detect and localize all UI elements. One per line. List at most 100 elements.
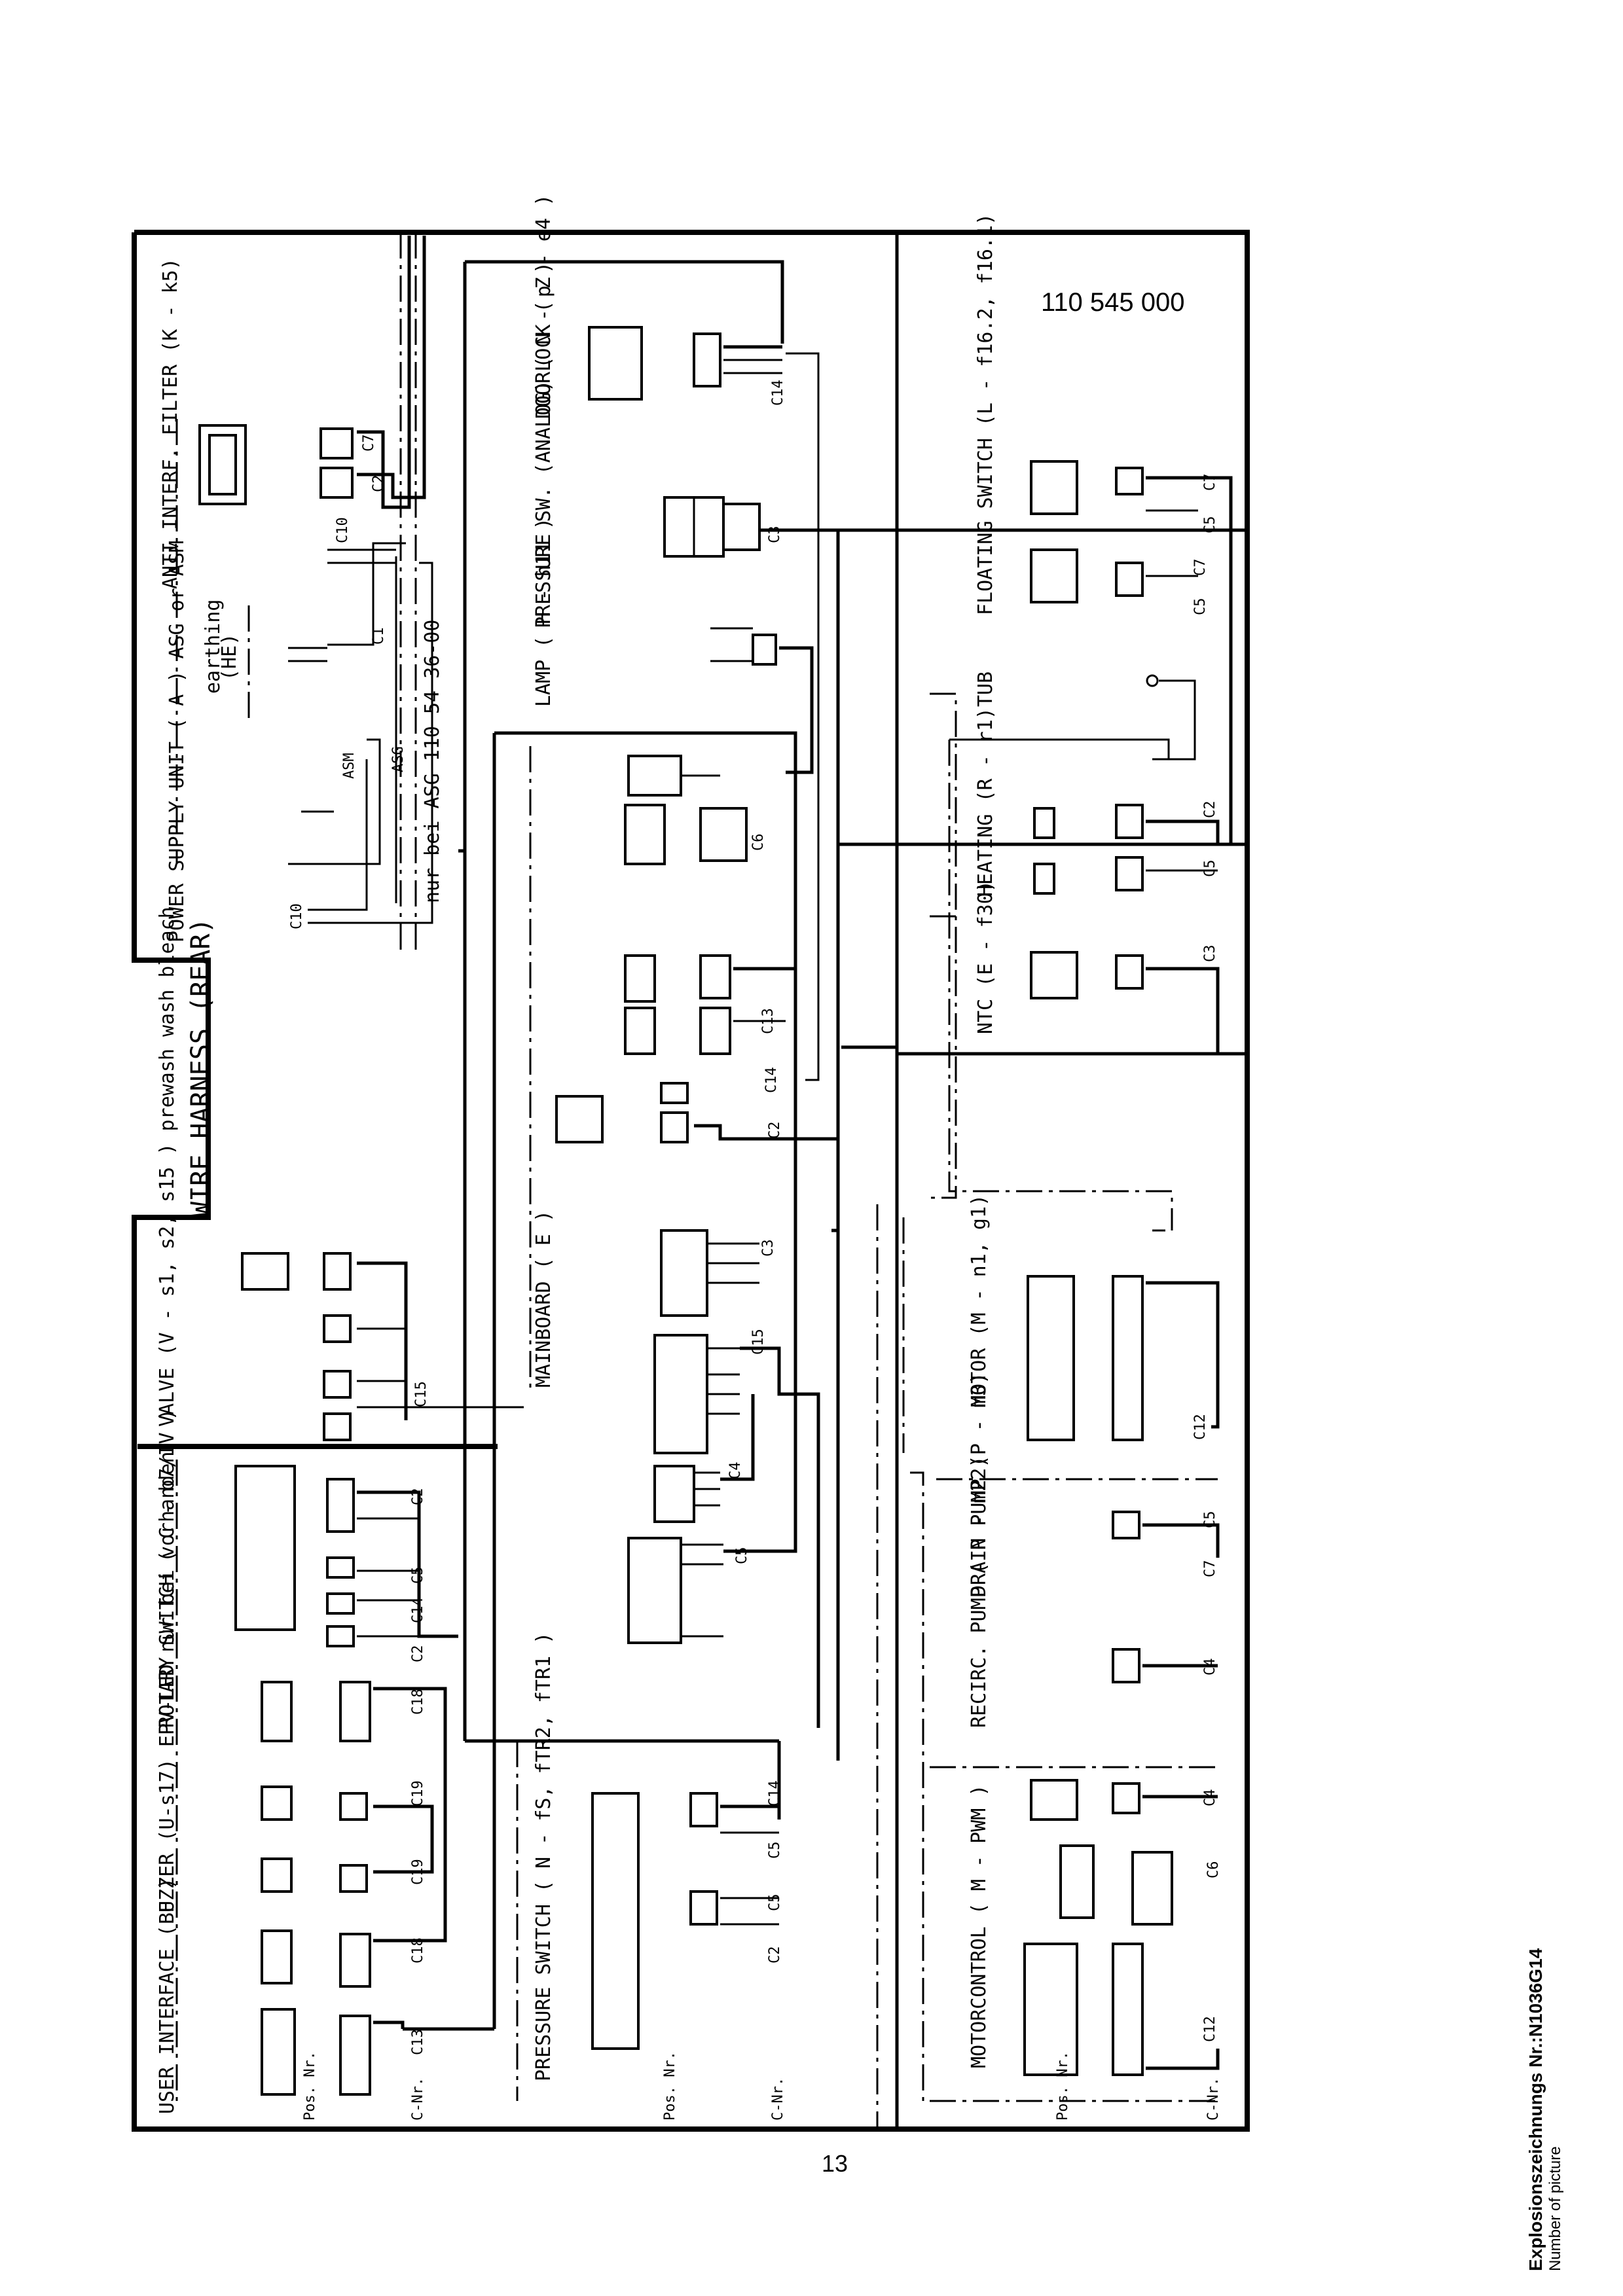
valve: C15: [241, 1252, 524, 1441]
motor: C12: [1027, 1229, 1220, 1441]
pressure-switch-label: PRESSURE SWITCH ( N - fS, fTR2, fTR1 ): [532, 1632, 555, 2081]
tub-label: TUB: [974, 672, 997, 707]
pumps: C7 C5 C4: [1112, 1511, 1220, 1683]
svg-text:C5: C5: [410, 1567, 426, 1585]
anti-interf-label: ANTI INTERF. FILTER (K - k5): [159, 258, 182, 589]
svg-text:C3: C3: [767, 526, 783, 544]
doorlock: C14: [588, 326, 820, 1081]
svg-text:C15: C15: [413, 1381, 429, 1407]
mainboard-label: MAINBOARD ( E ): [532, 1210, 555, 1388]
drain-pump-label: DRAIN PUMP (P - m3): [968, 1372, 991, 1597]
svg-text:C4: C4: [1202, 1659, 1218, 1676]
svg-text:C14: C14: [763, 1067, 780, 1093]
svg-text:nur bei ASG 110 54 36-00: nur bei ASG 110 54 36-00: [421, 620, 444, 903]
document-number-label-en: Number of picture: [1546, 2146, 1564, 2271]
svg-text:C14: C14: [770, 380, 786, 406]
part-number: 110 545 000: [1041, 288, 1185, 317]
svg-text:C7: C7: [1192, 559, 1209, 577]
lamp-label: LAMP ( H - h11 ): [532, 518, 555, 707]
anti-interf-filter: C7 C2 C10 C1: [198, 236, 426, 903]
svg-text:C12: C12: [1192, 1414, 1209, 1440]
floating-switch-label: FLOATING SWITCH (L - f16.2, f16.1): [974, 213, 997, 615]
svg-text:C6: C6: [1205, 1861, 1222, 1879]
svg-text:C5: C5: [767, 1894, 783, 1912]
motorcontrol: C4 C6 C12: [1023, 1779, 1222, 2076]
svg-text:C12: C12: [1202, 2016, 1218, 2042]
pressure-sw-label: PRESSURE SW. (ANALOG) ( N - p ): [532, 262, 555, 628]
motorcontrol-label: MOTORCONTROL ( M - PWM ): [968, 1785, 991, 2068]
cnr-label-right: C-Nr.: [1205, 2077, 1222, 2121]
outer-frame: [132, 230, 1250, 2132]
svg-text:C13: C13: [410, 2029, 426, 2055]
svg-text:C7: C7: [1202, 1560, 1218, 1578]
svg-text:C4: C4: [1202, 1789, 1218, 1807]
svg-text:C1: C1: [371, 628, 387, 645]
power-supply-label: POWER SUPPLY UNIT ( A ) ASG or ASM: [166, 541, 189, 942]
svg-text:C2: C2: [767, 1946, 783, 1964]
svg-text:C18: C18: [410, 1689, 426, 1715]
motor-label: MOTOR (M - n1, g1): [968, 1194, 991, 1407]
svg-text:C7: C7: [361, 435, 377, 452]
svg-text:C5: C5: [734, 1547, 750, 1565]
cnr-label-left: C-Nr.: [410, 2077, 426, 2121]
svg-text:C2: C2: [371, 475, 387, 493]
recirc-pump-label: RECIRC. PUMP ( P - m22): [968, 1456, 991, 1728]
lamp: [710, 627, 814, 774]
valve-label: VALVE (V - s1, s2, s15 ) prewash wash bl…: [156, 906, 179, 1427]
svg-text:(HE): (HE): [218, 634, 241, 681]
svg-text:C5: C5: [1192, 598, 1209, 616]
ntc-label: NTC (E - f30): [974, 880, 997, 1034]
svg-text:C5: C5: [1202, 516, 1218, 534]
svg-text:C10: C10: [335, 517, 351, 543]
svg-text:C7: C7: [1202, 474, 1218, 492]
rotary-switch: C2 C5 C14 C2 C18: [234, 1465, 458, 1846]
tub-heating-ntc: C2 C5 C3: [948, 674, 1220, 1230]
pressure-sw-analog: C3: [663, 496, 805, 558]
floating-switch: C7 C5 C7 C5: [1030, 460, 1233, 844]
svg-text:C5: C5: [1202, 860, 1218, 878]
trunk-wires: [399, 232, 1247, 2031]
svg-text:C6: C6: [750, 834, 767, 852]
svg-text:C2: C2: [410, 1488, 426, 1506]
mainboard: C6 C13 C14 C2 C3 C15 C4: [555, 755, 838, 1728]
svg-text:C14: C14: [767, 1780, 783, 1806]
document-number-label: Explosionszeichnungs Nr.:N1036G14: [1525, 1948, 1546, 2271]
harness-title: WIRE HARNESS (REAR): [186, 918, 216, 1217]
earthing: earthing (HE): [202, 600, 327, 720]
svg-text:C13: C13: [760, 1008, 776, 1034]
user-interface-label: USER INTERFACE ( F ): [156, 1878, 179, 2114]
pos-label-left: Pos. Nr.: [302, 2051, 318, 2121]
document-number: Explosionszeichnungs Nr.:N1036G14 Number…: [1525, 1948, 1565, 2271]
svg-text:C3: C3: [1202, 945, 1218, 963]
svg-text:ASM: ASM: [341, 753, 357, 779]
section-brackets: [175, 419, 1218, 2108]
svg-text:C15: C15: [750, 1329, 767, 1355]
svg-text:C5: C5: [1202, 1511, 1218, 1529]
earthing-label: earthing: [202, 600, 225, 694]
page-number: 13: [821, 2150, 848, 2177]
heating-label: HEATING (R - r1): [974, 708, 997, 897]
pos-label-right: Pos. Nr.: [1055, 2051, 1071, 2121]
svg-text:C4: C4: [727, 1462, 744, 1480]
svg-text:C14: C14: [410, 1597, 426, 1623]
svg-text:C19: C19: [410, 1780, 426, 1806]
svg-text:C3: C3: [760, 1240, 776, 1257]
cnr-label-mid: C-Nr.: [770, 2077, 786, 2121]
pos-label-mid: Pos. Nr.: [662, 2051, 678, 2121]
svg-text:C5: C5: [767, 1842, 783, 1859]
svg-text:ASG: ASG: [390, 746, 407, 772]
section-labels: WIRE HARNESS (REAR) ANTI INTERF. FILTER …: [156, 194, 1222, 2121]
svg-text:C2: C2: [410, 1645, 426, 1663]
svg-text:C19: C19: [410, 1859, 426, 1885]
svg-text:C18: C18: [410, 1937, 426, 1964]
pressure-switch: C14 C5 C5 C2: [591, 1780, 783, 2050]
power-supply-wires: ASM ASG nur bei ASG 110 54 36-00 C10: [288, 562, 444, 929]
svg-text:C2: C2: [767, 1122, 783, 1139]
svg-text:C2: C2: [1202, 801, 1218, 819]
svg-text:C10: C10: [289, 903, 305, 929]
rotary-label: ROTARY SWITCH ( C - b7/IV ): [156, 1408, 179, 1728]
user-interface: C19 C19 C18 C13: [261, 1780, 447, 2096]
buzzer-label: BUZZER (U-s17) EPV-LED nur bei vorhanden: [156, 1452, 179, 1924]
doorlock-label: DOORLOCK ( Z - e4 ): [532, 194, 555, 419]
